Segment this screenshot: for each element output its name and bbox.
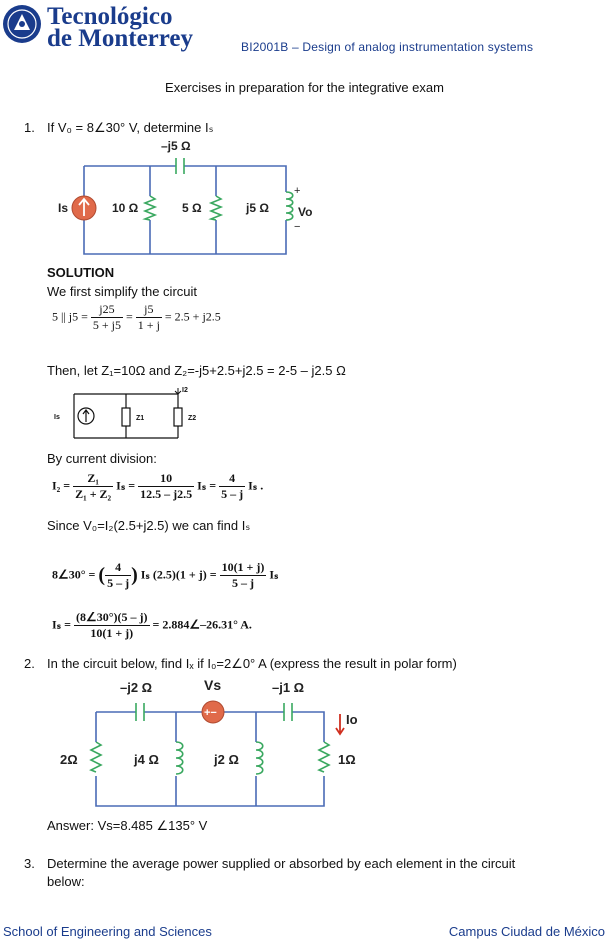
eq2-den3: 5 – j xyxy=(221,487,244,501)
eq1-num2: j5 xyxy=(135,302,162,318)
eq3-den2: 5 – j xyxy=(231,576,254,590)
logo-text-2: de Monterrey xyxy=(47,25,194,52)
logo xyxy=(2,4,42,44)
eq3-num1: 4 xyxy=(105,560,132,576)
c2-z1-label: Z1 xyxy=(136,415,144,422)
c3-l4-label: j4 Ω xyxy=(133,752,159,767)
solution-heading: SOLUTION xyxy=(47,265,115,280)
c2-i2-label: I2 xyxy=(182,387,188,394)
c1-cap-label: –j5 Ω xyxy=(161,139,191,153)
eq1-equals: = xyxy=(126,309,133,324)
solution-step-4: Since V₀=I₂(2.5+j2.5) we can find Iₛ xyxy=(47,518,251,533)
eq1-den2: 1 + j xyxy=(137,318,160,332)
eq3-den1: 5 – j xyxy=(107,576,130,590)
eq1-lhs: 5 || j5 = xyxy=(52,309,88,324)
question-2-text: In the circuit below, find Iₓ if I₀=2∠0°… xyxy=(47,656,457,671)
eq2-num3: 4 xyxy=(219,471,246,487)
eq1-num1: j25 xyxy=(90,302,124,318)
eq4-den1: 10(1 + j) xyxy=(90,626,134,640)
solution-step-2: Then, let Z₁=10Ω and Z₂=-j5+2.5+j2.5 = 2… xyxy=(47,363,346,378)
course-title: BI2001B – Design of analog instrumentati… xyxy=(241,40,534,54)
eq3-term2: Iₛ xyxy=(269,567,279,582)
circuit-3: +− –j2 Ω Vs –j1 Ω Io 2Ω j4 Ω j2 Ω 1Ω xyxy=(60,677,358,807)
question-3-number: 3. xyxy=(24,856,35,871)
question-3-text-line-2: below: xyxy=(47,874,85,889)
eq1-rhs: = 2.5 + j2.5 xyxy=(164,309,221,324)
solution-step-3: By current division: xyxy=(47,451,157,466)
vs-polarity-icon: +− xyxy=(204,707,217,719)
eq2-term2: Iₛ = xyxy=(197,478,217,493)
circuit-2: I2 Is Z1 Z2 xyxy=(54,387,196,439)
eq3-term1: Iₛ (2.5)(1 + j) = xyxy=(140,567,217,582)
c1-source-label: Is xyxy=(58,201,68,215)
logo-seal-icon xyxy=(3,5,41,43)
footer-left: School of Engineering and Sciences xyxy=(3,924,212,939)
c3-cap1-label: –j2 Ω xyxy=(120,680,152,695)
eq3-lparen: ( xyxy=(98,564,106,586)
eq2-lhs: I₂ = xyxy=(52,478,71,493)
current-source-arrow-icon xyxy=(82,409,90,422)
eq2-den1: Z₁ + Z₂ xyxy=(75,487,112,501)
answer-2: Answer: Vs=8.485 ∠135° V xyxy=(47,818,208,833)
equation-4: Iₛ = (8∠30°)(5 – j)10(1 + j) = 2.884∠–26… xyxy=(52,610,252,641)
c2-z2-label: Z2 xyxy=(188,415,196,422)
eq2-num2: 10 xyxy=(138,471,195,487)
c3-cap2-label: –j1 Ω xyxy=(272,680,304,695)
io-arrow-icon xyxy=(335,714,345,736)
c3-l2-label: j2 Ω xyxy=(213,752,239,767)
eq2-num1: Z₁ xyxy=(73,471,114,487)
eq3-num2: 10(1 + j) xyxy=(219,560,267,576)
eq2-term1: Iₛ = xyxy=(116,478,136,493)
question-2-number: 2. xyxy=(24,656,35,671)
eq1-den1: 5 + j5 xyxy=(92,318,122,332)
circuit-1: –j5 Ω Is 10 Ω 5 Ω j5 Ω + Vo − xyxy=(58,139,312,255)
c1-r5-label: 5 Ω xyxy=(182,201,202,215)
current-source-arrow-icon xyxy=(78,197,90,216)
question-1-text: If V₀ = 8∠30° V, determine Iₛ xyxy=(47,120,214,135)
question-1-number: 1. xyxy=(24,120,35,135)
c1-plus: + xyxy=(294,185,300,197)
c3-vs-label: Vs xyxy=(204,677,221,693)
eq3-lhs: 8∠30° = xyxy=(52,567,96,582)
page-title: Exercises in preparation for the integra… xyxy=(165,80,444,95)
eq4-lhs: Iₛ = xyxy=(52,617,71,632)
eq4-num1: (8∠30°)(5 – j) xyxy=(73,610,150,626)
c1-minus: − xyxy=(294,221,300,233)
question-3-text-line-1: Determine the average power supplied or … xyxy=(47,856,516,871)
eq2-den2: 12.5 – j2.5 xyxy=(140,487,193,501)
c3-r2-label: 2Ω xyxy=(60,752,78,767)
c3-r1-label: 1Ω xyxy=(338,752,356,767)
c3-io-label: Io xyxy=(346,712,358,727)
solution-step-1: We first simplify the circuit xyxy=(47,284,198,299)
eq2-term3: Iₛ . xyxy=(248,478,264,493)
c1-l5-label: j5 Ω xyxy=(245,201,269,215)
footer-right: Campus Ciudad de México xyxy=(448,924,605,939)
c1-r10-label: 10 Ω xyxy=(112,201,139,215)
c2-is-label: Is xyxy=(54,414,60,421)
logo-text-1: Tecnológico xyxy=(47,3,173,30)
eq4-rhs: = 2.884∠–26.31° A. xyxy=(152,617,252,632)
eq3-rparen: ) xyxy=(131,564,138,586)
c1-vo-label: Vo xyxy=(298,205,312,219)
current-arrow-icon xyxy=(174,388,182,395)
